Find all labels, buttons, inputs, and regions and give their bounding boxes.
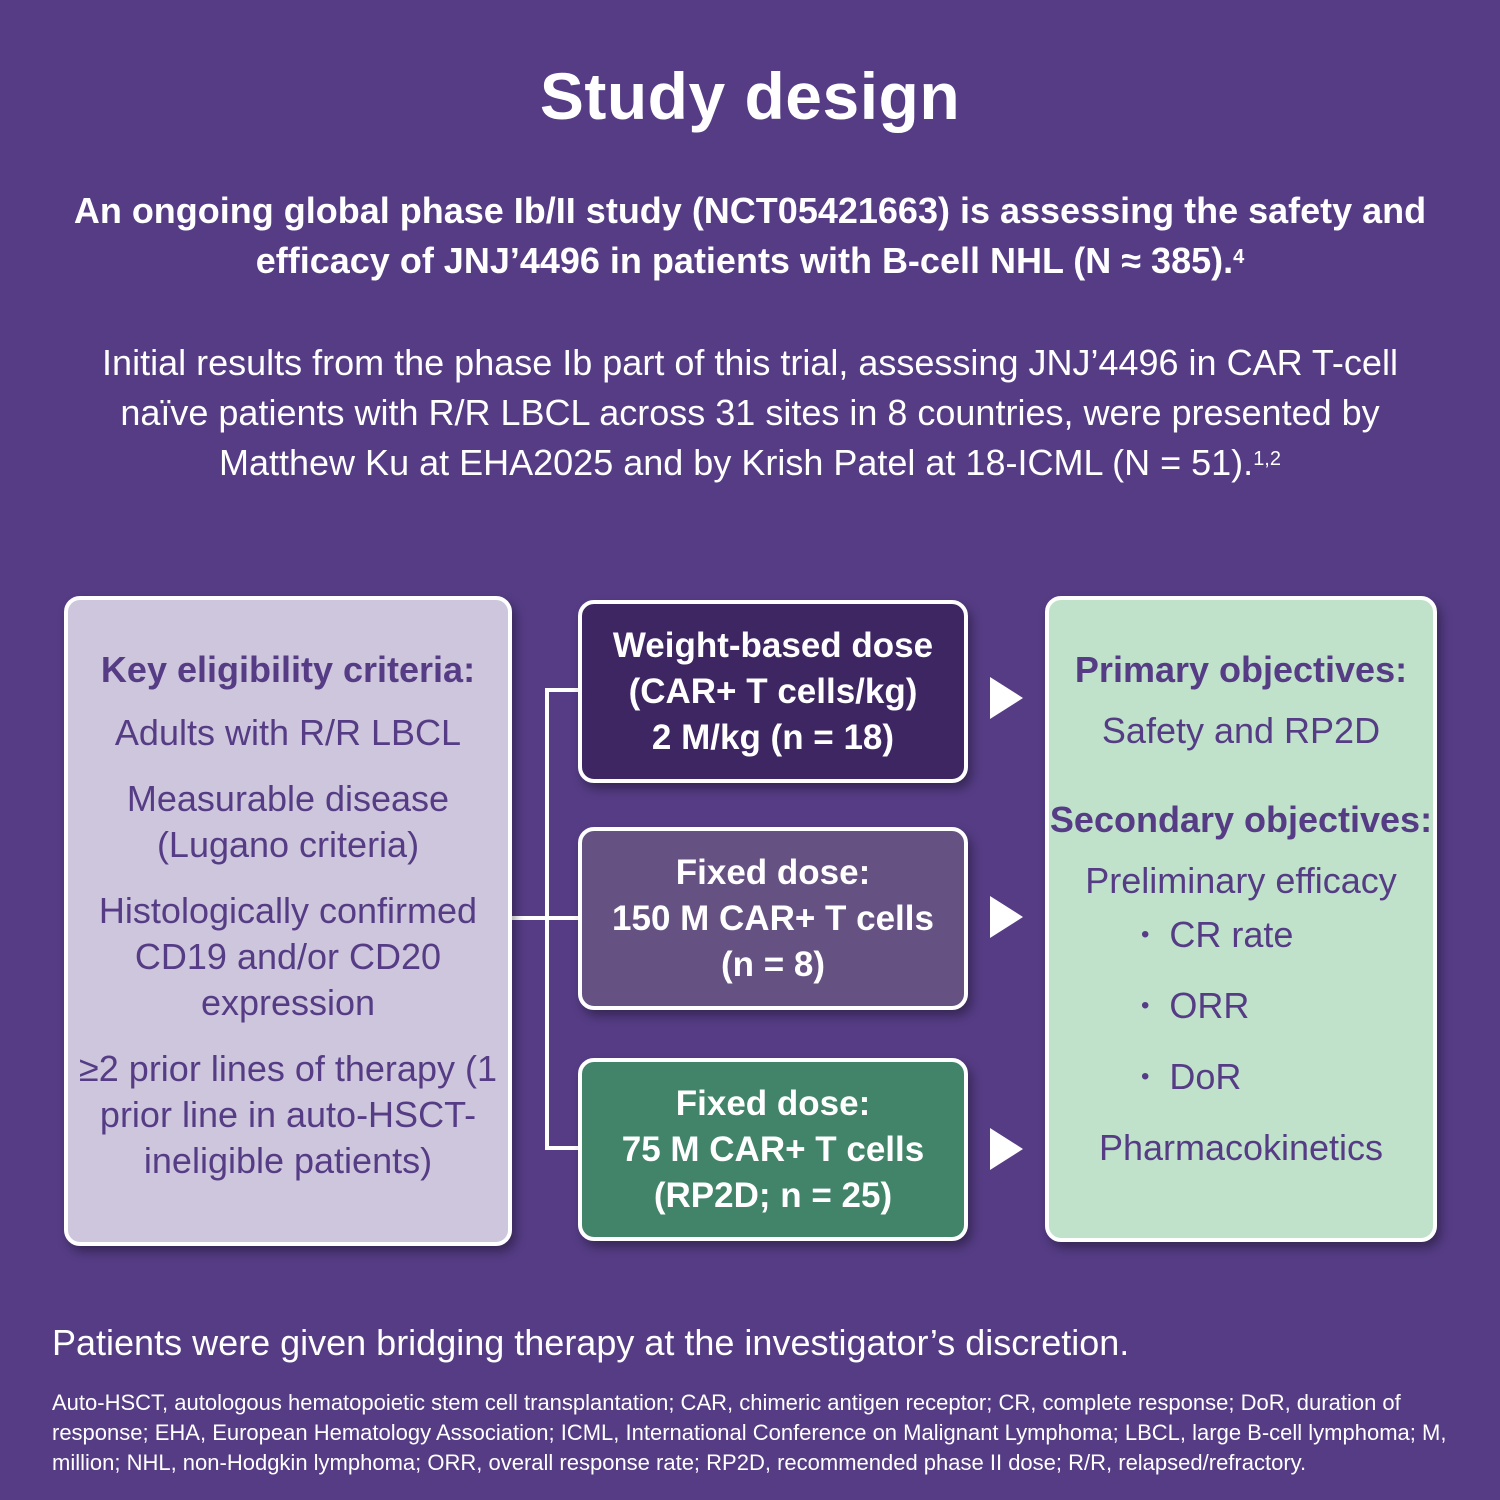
study-subtitle: An ongoing global phase Ib/II study (NCT… xyxy=(60,186,1440,286)
criterion-item: ≥2 prior lines of therapy (1 prior line … xyxy=(79,1048,497,1181)
eligibility-heading: Key eligibility criteria: xyxy=(100,649,476,690)
objectives-box: Primary objectives: Safety and RP2D Seco… xyxy=(1045,596,1437,1242)
intro-reference: 1,2 xyxy=(1253,448,1281,470)
page-title: Study design xyxy=(539,59,961,133)
dose-label: Fixed dose: 150 M CAR+ T cells (n = 8) xyxy=(612,852,934,984)
arrow-right-icon xyxy=(990,1128,1023,1170)
eligibility-criteria-box: Key eligibility criteria: Adults with R/… xyxy=(64,596,512,1246)
criterion-item: Histologically confirmed CD19 and/or CD2… xyxy=(98,890,478,1023)
bullet-item: CR rate xyxy=(1141,912,1433,963)
criterion-item: Measurable disease (Lugano criteria) xyxy=(126,778,450,865)
dose-label: Weight-based dose (CAR+ T cells/kg) 2 M/… xyxy=(612,625,934,757)
primary-objective-item: Safety and RP2D xyxy=(1101,710,1381,751)
bridging-note: Patients were given bridging therapy at … xyxy=(52,1322,1130,1363)
secondary-objectives-heading: Secondary objectives: xyxy=(1049,799,1433,840)
dose-cohort-weight-based: Weight-based dose (CAR+ T cells/kg) 2 M/… xyxy=(578,600,968,783)
dose-label: Fixed dose: 75 M CAR+ T cells (RP2D; n =… xyxy=(621,1083,925,1215)
dose-cohort-fixed-75m: Fixed dose: 75 M CAR+ T cells (RP2D; n =… xyxy=(578,1058,968,1241)
secondary-objective-bullets: CR rate ORR DoR xyxy=(1049,912,1433,1105)
primary-objectives-heading: Primary objectives: xyxy=(1074,649,1408,690)
secondary-objective-final: Pharmacokinetics xyxy=(1098,1127,1384,1168)
criterion-item: Adults with R/R LBCL xyxy=(114,712,462,753)
intro-paragraph: Initial results from the phase Ib part o… xyxy=(60,338,1440,488)
secondary-objective-intro: Preliminary efficacy xyxy=(1085,860,1397,901)
intro-text: Initial results from the phase Ib part o… xyxy=(102,342,1398,483)
subtitle-reference: 4 xyxy=(1233,246,1245,268)
bullet-item: ORR xyxy=(1141,983,1433,1034)
arrow-right-icon xyxy=(990,896,1023,938)
abbreviations-footnote: Auto-HSCT, autologous hematopoietic stem… xyxy=(52,1390,1447,1475)
arrow-right-icon xyxy=(990,677,1023,719)
bullet-item: DoR xyxy=(1141,1054,1433,1105)
dose-cohort-fixed-150m: Fixed dose: 150 M CAR+ T cells (n = 8) xyxy=(578,827,968,1010)
subtitle-text: An ongoing global phase Ib/II study (NCT… xyxy=(73,190,1427,281)
